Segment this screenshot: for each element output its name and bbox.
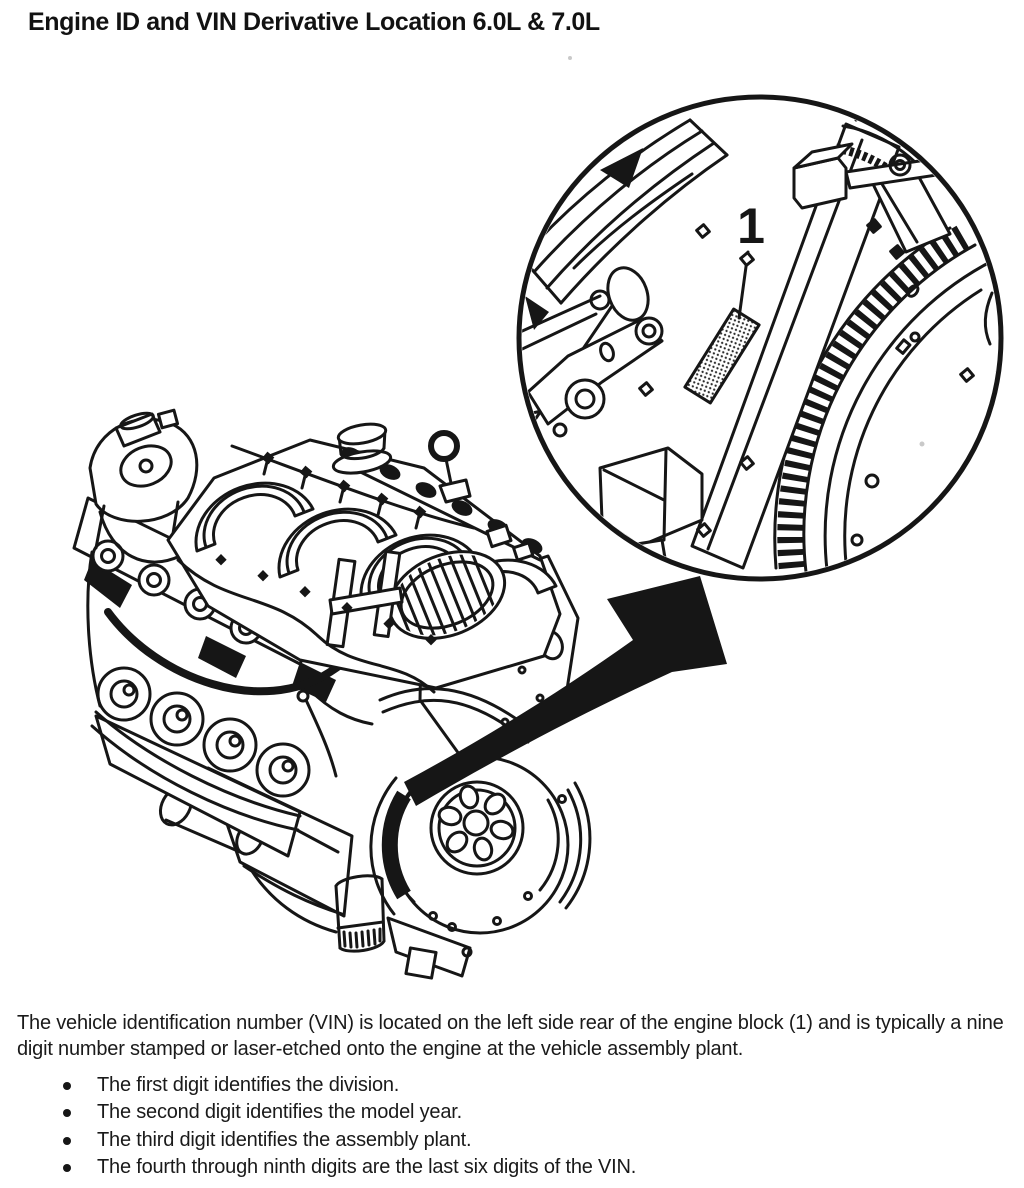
bullet-item-fourth-ninth: The fourth through ninth digits are the … (63, 1154, 997, 1181)
lifting-eye (428, 430, 472, 504)
block-rivets (638, 218, 975, 538)
vin-digit-bullet-list: The first digit identifies the division.… (0, 1072, 997, 1182)
oil-fill-cap (331, 422, 393, 475)
callout-arrow (404, 576, 727, 806)
bullet-item-first-digit: The first digit identifies the division. (63, 1072, 997, 1099)
body-paragraph: The vehicle identification number (VIN) … (17, 1012, 1004, 1060)
flywheel (369, 755, 592, 980)
intake-manifold (166, 422, 562, 726)
scan-speck (919, 441, 925, 447)
wiring-harness (176, 558, 436, 694)
left-bracket-cluster (522, 289, 704, 576)
front-cover (86, 408, 199, 708)
oil-filter (334, 874, 386, 953)
block-oval-hole (606, 266, 650, 322)
engine-vin-figure: 1 (72, 56, 1004, 980)
bullet-item-third-digit: The third digit identifies the assembly … (63, 1127, 997, 1154)
engine-drawing (72, 408, 592, 980)
magnifier-callout: 1 (516, 94, 1004, 582)
vin-pad (683, 307, 761, 405)
bullet-item-second-digit: The second digit identifies the model ye… (63, 1099, 997, 1126)
exhaust-manifold-curves (522, 118, 729, 305)
dipstick-handle (296, 689, 310, 703)
page-title: Engine ID and VIN Derivative Location 6.… (28, 8, 600, 36)
scan-speck (568, 56, 572, 60)
callout-label: 1 (737, 198, 765, 254)
flywheel-hub-holes (437, 784, 515, 862)
exhaust-ports (96, 666, 311, 798)
